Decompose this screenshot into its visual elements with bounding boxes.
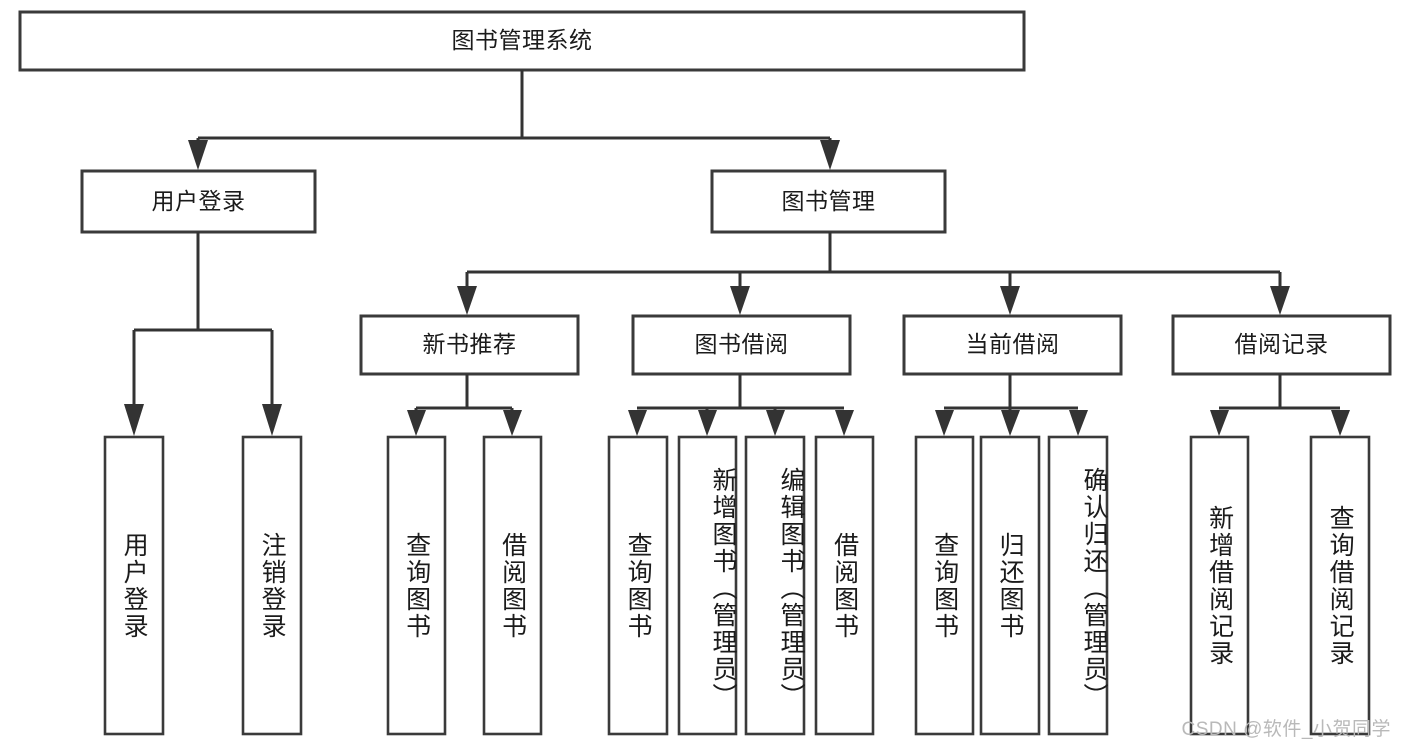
- node-box-leaf-query-book-2[interactable]: [607, 435, 669, 736]
- node-box-leaf-logout[interactable]: [241, 435, 303, 736]
- arrow-head-leaf-edit-book: [766, 410, 785, 436]
- arrow-head-book-management: [820, 140, 840, 170]
- arrow-head-current-borrow: [1000, 286, 1020, 315]
- arrow-head-leaf-borrow-book-1: [503, 410, 522, 436]
- node-box-new-book-recommend[interactable]: [359, 314, 580, 376]
- node-box-leaf-query-book-1[interactable]: [386, 435, 447, 736]
- node-box-leaf-add-book[interactable]: [677, 435, 738, 736]
- arrow-head-new-book-recommend: [457, 286, 477, 315]
- csdn-watermark: CSDN @软件_小贺同学: [1181, 719, 1391, 740]
- node-box-leaf-borrow-book-1[interactable]: [482, 435, 543, 736]
- node-box-leaf-query-book-3[interactable]: [914, 435, 975, 736]
- node-box-borrow-record[interactable]: [1171, 314, 1392, 376]
- arrow-head-leaf-return-book: [1001, 410, 1020, 436]
- node-box-book-management[interactable]: [710, 169, 947, 234]
- arrow-head-leaf-query-book-1: [407, 410, 426, 436]
- node-box-user-login[interactable]: [80, 169, 317, 234]
- arrow-head-leaf-borrow-book-2: [835, 410, 854, 436]
- arrow-head-leaf-query-record: [1331, 410, 1350, 436]
- arrow-head-leaf-add-record: [1210, 410, 1229, 436]
- node-box-leaf-confirm-return[interactable]: [1047, 435, 1109, 736]
- node-box-leaf-return-book[interactable]: [979, 435, 1041, 736]
- node-box-root[interactable]: [18, 10, 1026, 72]
- arrow-head-leaf-user-login: [124, 404, 144, 436]
- arrow-head-leaf-confirm-return: [1069, 410, 1088, 436]
- node-box-leaf-user-login[interactable]: [103, 435, 165, 736]
- node-box-leaf-add-record[interactable]: [1189, 435, 1250, 736]
- node-box-leaf-query-record[interactable]: [1309, 435, 1371, 736]
- node-box-book-borrow[interactable]: [631, 314, 852, 376]
- arrow-head-user-login: [188, 140, 208, 170]
- arrow-head-leaf-add-book: [698, 410, 717, 436]
- node-box-current-borrow[interactable]: [902, 314, 1123, 376]
- node-box-leaf-borrow-book-2[interactable]: [814, 435, 875, 736]
- arrow-head-book-borrow: [730, 286, 750, 315]
- arrow-head-leaf-query-book-3: [935, 410, 954, 436]
- arrow-head-leaf-logout: [262, 404, 282, 436]
- arrow-head-borrow-record: [1270, 286, 1290, 315]
- arrow-head-leaf-query-book-2: [628, 410, 647, 436]
- node-box-leaf-edit-book[interactable]: [744, 435, 806, 736]
